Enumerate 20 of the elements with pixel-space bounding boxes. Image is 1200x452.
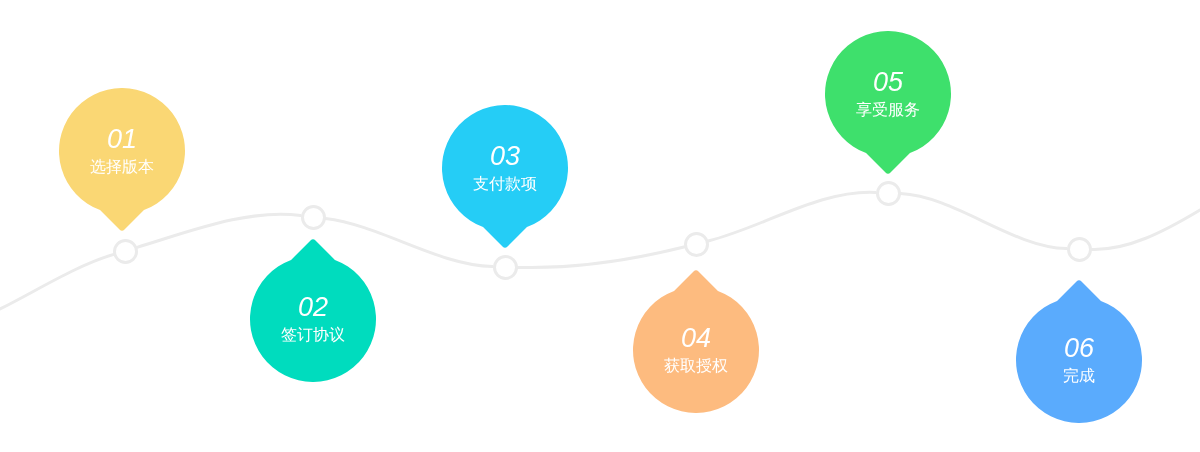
step-label: 签订协议 xyxy=(281,324,345,346)
pin-bubble xyxy=(250,237,376,382)
step-number: 01 xyxy=(107,124,137,154)
step-label: 选择版本 xyxy=(90,156,154,178)
pin-bubble xyxy=(825,31,951,176)
pin-bubble xyxy=(633,268,759,413)
step-label: 享受服务 xyxy=(856,99,920,121)
step-number: 02 xyxy=(298,292,328,322)
step-label: 完成 xyxy=(1063,365,1095,387)
step-label: 获取授权 xyxy=(664,355,728,377)
timeline-line xyxy=(323,217,494,269)
pin-bubble xyxy=(1016,278,1142,423)
step-number: 06 xyxy=(1064,333,1094,363)
step-number: 03 xyxy=(490,141,520,171)
step-label: 支付款项 xyxy=(473,173,537,195)
step-number: 05 xyxy=(873,67,903,97)
pin-bubble xyxy=(59,88,185,233)
step-number: 04 xyxy=(681,323,711,353)
timeline-line xyxy=(135,212,303,249)
pin-bubble xyxy=(442,105,568,250)
